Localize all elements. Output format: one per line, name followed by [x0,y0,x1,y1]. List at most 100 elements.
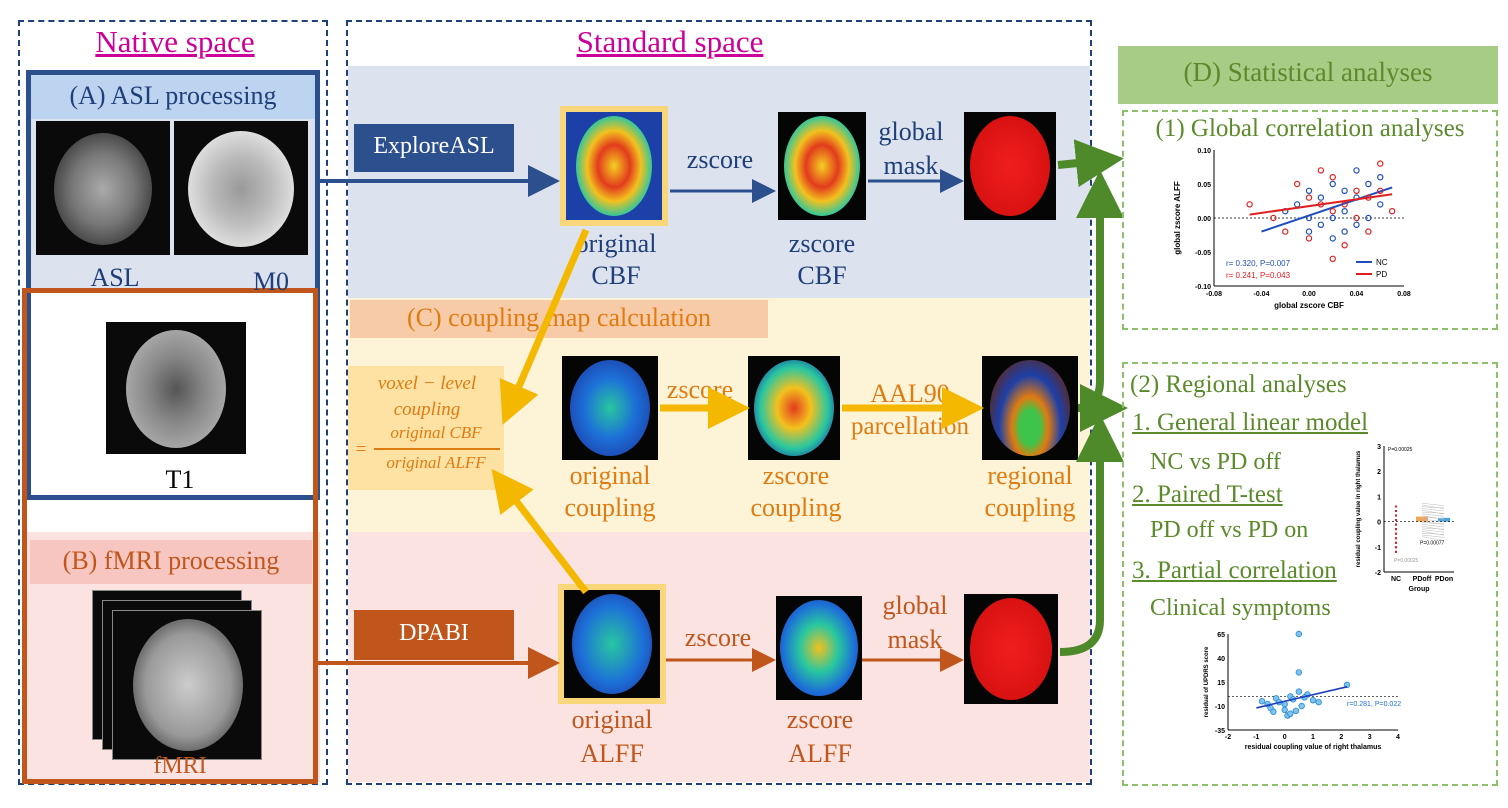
original-alff-label-1: original [571,705,653,734]
formula-denominator: original ALFF [386,453,486,472]
fmri-panel-title: (B) fMRI processing [62,546,280,575]
pair-line [1421,510,1445,515]
x-tick-label: 0 [1283,734,1287,741]
m0-image-label: M0 [252,267,290,296]
p-annotation: P=0.00025 [1394,558,1419,564]
data-point [1329,180,1336,188]
data-point [1317,167,1325,174]
x-tick-label: -2 [1225,734,1231,741]
pair-line [1421,515,1445,520]
paired-comparison: PD off vs PD on [1150,517,1309,543]
glm-comparison: NC vs PD off [1150,449,1281,475]
pair-line [1421,531,1445,536]
regional-coupling-map [982,356,1078,460]
original-coupling-label-2: coupling [564,493,656,522]
data-point [1270,708,1277,715]
y-tick-label: 2 [1377,469,1381,476]
pair-line [1421,518,1445,522]
zscore-cbf-map [778,112,866,220]
asl-header-bg [31,75,315,119]
data-point [1305,228,1313,235]
x-tick-label: 0.00 [1302,291,1316,298]
x-tick-label: 3 [1368,734,1372,741]
p-annotation: P=0.00077 [1420,540,1445,546]
x-tick-label: 0.08 [1397,291,1411,298]
data-point [1298,702,1305,710]
zscore-alff-label-1: zscore [786,705,854,734]
data-point [1329,235,1336,242]
stats-text: r= 0.320, P=0.007 [1226,259,1291,268]
y-tick-label: -2 [1375,570,1381,577]
data-point [1395,505,1397,508]
stats-text: r= 0.241, P=0.043 [1226,271,1291,280]
data-point [1329,174,1336,181]
cbf-global-step-2: mask [883,151,939,180]
data-point [1287,710,1294,717]
pair-line [1421,502,1445,506]
original-alff-frame [558,584,666,704]
x-tick-label: NC [1391,576,1401,583]
paired-test: 2. Paired T-test [1132,481,1283,508]
x-tick-label: -0.04 [1254,291,1270,298]
x-tick-label: 0.04 [1350,291,1364,298]
formula-numerator: original CBF [390,423,482,442]
data-point [1343,681,1351,689]
data-point [1295,688,1303,695]
data-point [1395,546,1397,549]
pair-line [1421,506,1445,509]
formula-fraction-bar [374,448,500,450]
x-axis-label: residual coupling value of right thalamu… [1245,744,1382,751]
alff-global-step-2: mask [887,625,943,654]
native-space-title: Native space [95,24,255,59]
data-point [1305,187,1313,195]
data-point [1395,523,1397,526]
data-point [1293,201,1301,208]
stats-text: r=0.281, P=0.022 [1347,701,1401,708]
alff-global-mask [964,594,1058,704]
t1-image-label: T1 [165,465,195,494]
data-point [1395,541,1397,544]
data-point [1388,207,1396,215]
cbf-zscore-step: zscore [686,145,754,174]
data-point [1395,537,1397,540]
native-space-frame [18,20,328,785]
data-point [1341,187,1348,195]
data-point [1270,214,1277,222]
x-tick-label: PDoff [1413,576,1432,583]
x-tick-label: 1 [1311,734,1315,741]
pair-line [1421,513,1445,517]
data-point [1353,187,1360,195]
data-point [1295,669,1303,676]
data-point [1353,167,1360,174]
global-analysis-title: (1) Global correlation analyses [1155,115,1465,142]
y-tick-label: 0.05 [1197,182,1211,189]
data-point [1293,180,1301,188]
legend-label: NC [1376,258,1388,267]
data-point [1365,228,1372,235]
data-point [1395,532,1397,535]
global-analysis-frame [1122,110,1498,330]
y-tick-label: 15 [1217,680,1225,687]
fmri-image-label: fMRI [153,753,207,779]
fit-line [1256,686,1348,709]
original-cbf-map [566,112,662,220]
data-point [1395,519,1397,522]
formula-line2: coupling [393,399,461,420]
data-point [1377,160,1384,167]
data-point [1317,194,1325,201]
original-cbf-frame [560,106,668,226]
fit-line [1249,193,1393,216]
original-coupling-map [562,356,658,460]
data-point [1395,528,1397,531]
data-point [1329,214,1336,222]
pair-line [1421,524,1445,528]
asl-image-label: ASL [90,263,140,292]
data-point [1282,228,1289,235]
fit-line [1261,186,1393,233]
stats-panel-title: (D) Statistical analyses [1183,57,1433,87]
data-point [1309,697,1317,704]
y-tick-label: 40 [1217,656,1225,663]
pair-line [1421,525,1445,531]
x-tick-label: 2 [1339,734,1343,741]
